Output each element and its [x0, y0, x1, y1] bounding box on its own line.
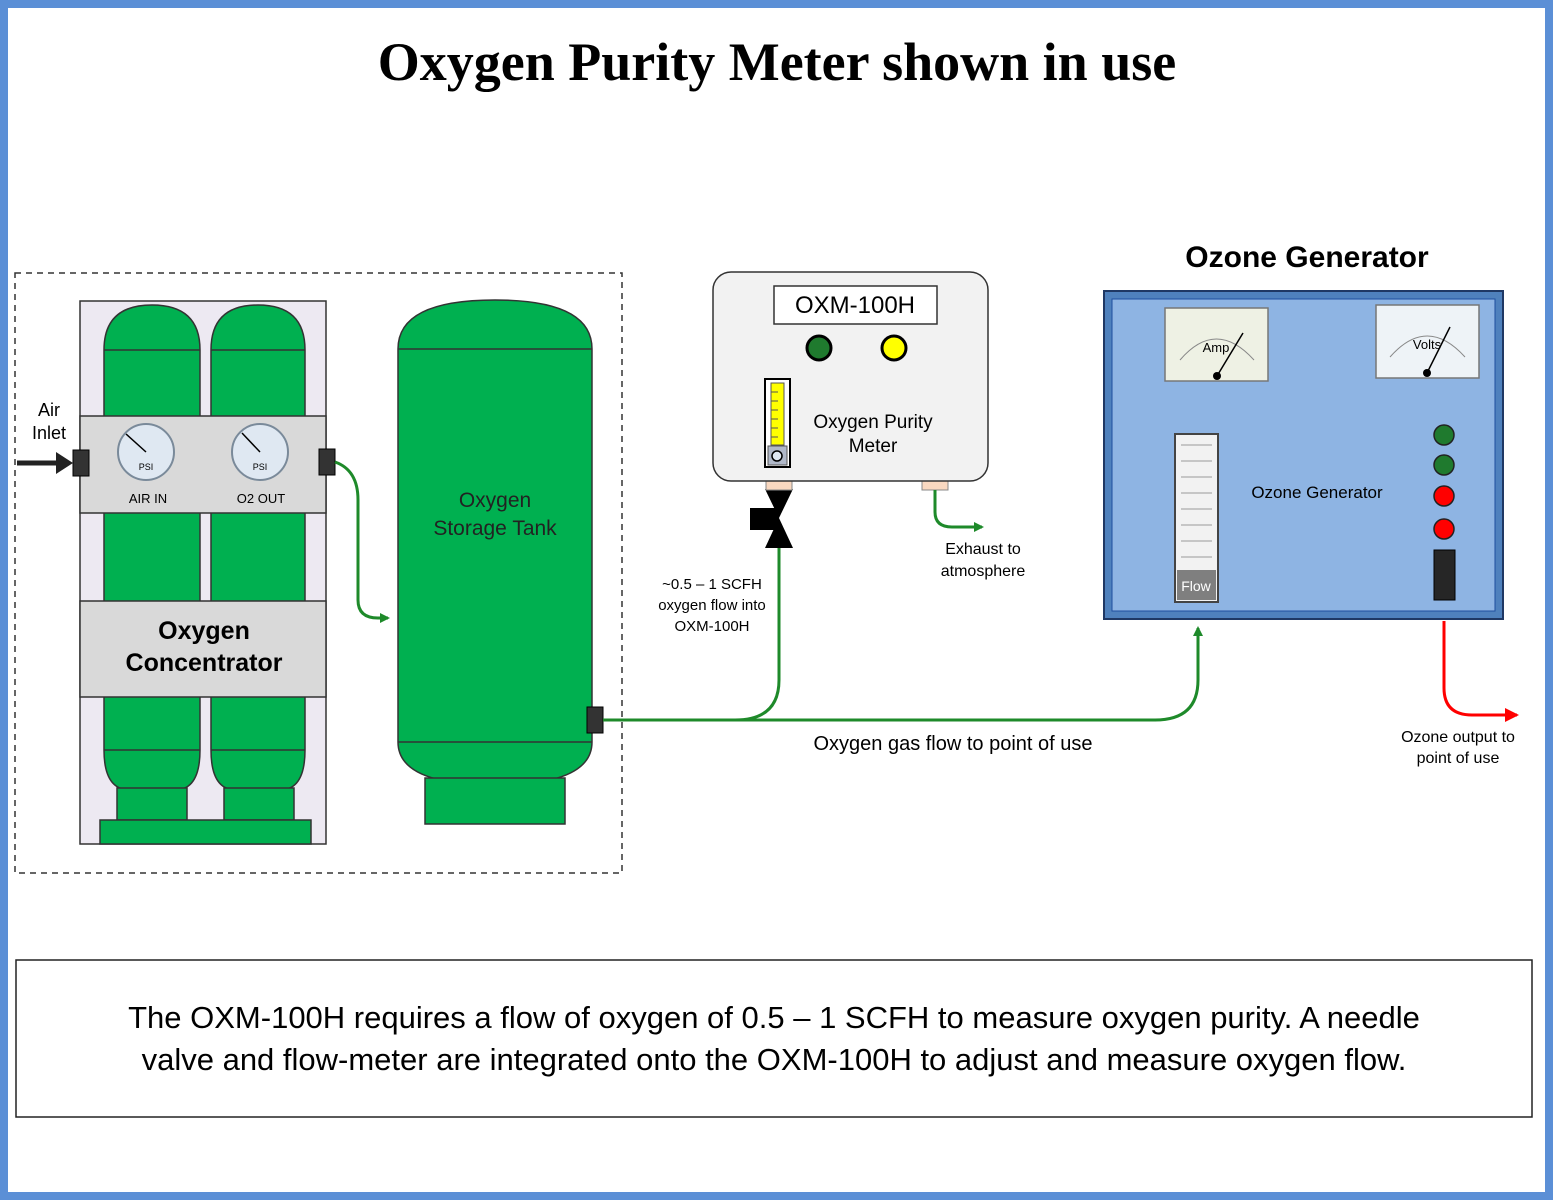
sieve-bed-left — [103, 304, 201, 791]
gauge-panel — [79, 415, 327, 514]
oxygen-purity-meter: OXM-100H Oxygen Purity Meter — [712, 271, 989, 482]
pipe-concentrator-to-tank — [334, 460, 390, 623]
storage-tank-stand — [424, 777, 566, 825]
oxygen-outlet-port — [318, 448, 336, 476]
pipe-oxygen-to-ozone-generator — [603, 626, 1203, 722]
volts-meter-label: Volts — [1413, 337, 1442, 352]
meter-model-box — [773, 285, 938, 325]
gauge-needle — [125, 433, 147, 453]
storage-tank-label-line1: Oxygen — [459, 489, 531, 512]
caption-line2: valve and flow-meter are integrated onto… — [142, 1042, 1407, 1077]
amp-meter-label: Amp — [1203, 340, 1230, 355]
flow-gauge-label: Flow — [1181, 578, 1211, 594]
gauge-unit-label: PSI — [253, 462, 268, 472]
ozone-led-green-2 — [1433, 454, 1455, 476]
flowmeter-scale — [770, 382, 785, 446]
oxygen-flow-label: Oxygen gas flow to point of use — [813, 733, 1092, 755]
meter-model-label: OXM-100H — [795, 292, 915, 319]
air-inlet-arrow-icon — [56, 452, 73, 474]
sieve-bed-right — [210, 304, 306, 791]
concentrator-label-line1: Oxygen — [158, 617, 250, 645]
sieve-bed-left-foot — [116, 787, 188, 821]
needle-valve-bottom-icon — [765, 518, 793, 548]
flow-gauge-ticks — [1181, 444, 1212, 558]
ozone-flow-gauge: Flow — [1174, 433, 1219, 603]
flow-gauge-base — [1177, 570, 1216, 600]
ozone-led-red-1 — [1433, 485, 1455, 507]
storage-tank-body — [397, 299, 593, 786]
gauge-o2-out-label: O2 OUT — [237, 491, 285, 506]
amp-meter-scale — [1179, 338, 1255, 361]
air-inlet-label-line2: Inlet — [32, 423, 66, 443]
gauge-needle — [241, 432, 261, 453]
oxygen-storage-tank: Oxygen Storage Tank — [397, 299, 604, 825]
exhaust-arrow — [933, 490, 984, 532]
system-boundary — [14, 272, 623, 874]
volts-meter-pivot — [1423, 369, 1431, 377]
page-title: Oxygen Purity Meter shown in use — [378, 32, 1176, 92]
meter-exhaust-fitting — [921, 480, 949, 491]
oxygen-concentrator: PSI AIR IN PSI O2 OUT Oxygen Concentrato… — [72, 300, 336, 845]
volts-meter-face — [1375, 304, 1480, 379]
pressure-gauge-o2-out: PSI — [231, 423, 289, 481]
flow-note-line1: ~0.5 – 1 SCFH — [662, 576, 762, 593]
caption-box — [15, 959, 1533, 1118]
meter-inlet-fitting — [765, 480, 793, 491]
needle-valve-handle — [750, 508, 779, 530]
ozone-generator-heading: Ozone Generator — [1185, 241, 1429, 274]
air-inlet-port — [72, 449, 90, 477]
volts-meter: Volts — [1375, 304, 1480, 379]
storage-tank-label-line2: Storage Tank — [433, 517, 557, 540]
needle-valve — [750, 489, 793, 548]
ozone-output-label-line1: Ozone output to — [1401, 729, 1515, 746]
flow-note-line2: oxygen flow into — [658, 597, 766, 614]
ozone-output-label-line2: point of use — [1417, 750, 1500, 767]
pipe-branch-to-meter — [734, 548, 781, 722]
gauge-unit-label: PSI — [139, 462, 154, 472]
flowmeter-float — [771, 450, 783, 462]
volts-meter-needle — [1426, 326, 1451, 374]
air-inlet-label-line1: Air — [38, 400, 60, 420]
amp-meter-face — [1164, 307, 1269, 382]
amp-meter-needle — [1216, 332, 1244, 377]
amp-meter-pivot — [1213, 372, 1221, 380]
flow-note-line3: OXM-100H — [674, 618, 749, 635]
ozone-led-red-2 — [1433, 518, 1455, 540]
flowmeter-ticks — [771, 391, 778, 438]
amp-meter: Amp — [1164, 307, 1269, 382]
concentrator-label-line2: Concentrator — [126, 649, 283, 677]
ozone-generator-panel-label: Ozone Generator — [1251, 483, 1383, 502]
meter-green-led — [805, 334, 833, 362]
gauge-air-in-label: AIR IN — [129, 491, 167, 506]
volts-meter-scale — [1389, 335, 1466, 358]
meter-label-line2: Meter — [849, 436, 898, 457]
exhaust-label-line1: Exhaust to — [945, 541, 1021, 558]
concentrator-base — [99, 819, 312, 845]
ozone-led-green-1 — [1433, 424, 1455, 446]
ozone-output-arrow — [1442, 621, 1519, 722]
exhaust-label-line2: atmosphere — [941, 563, 1026, 580]
ozone-power-switch — [1433, 549, 1456, 601]
pressure-gauge-air-in: PSI — [117, 423, 175, 481]
concentrator-label-band — [79, 600, 327, 698]
storage-tank-outlet-port — [586, 706, 604, 734]
ozone-generator: Amp Volts Flow Ozone — [1103, 290, 1504, 620]
sieve-bed-right-foot — [223, 787, 295, 821]
meter-yellow-led — [880, 334, 908, 362]
needle-valve-top-icon — [765, 489, 793, 518]
meter-label-line1: Oxygen Purity — [813, 412, 933, 433]
caption-line1: The OXM-100H requires a flow of oxygen o… — [128, 1000, 1420, 1035]
